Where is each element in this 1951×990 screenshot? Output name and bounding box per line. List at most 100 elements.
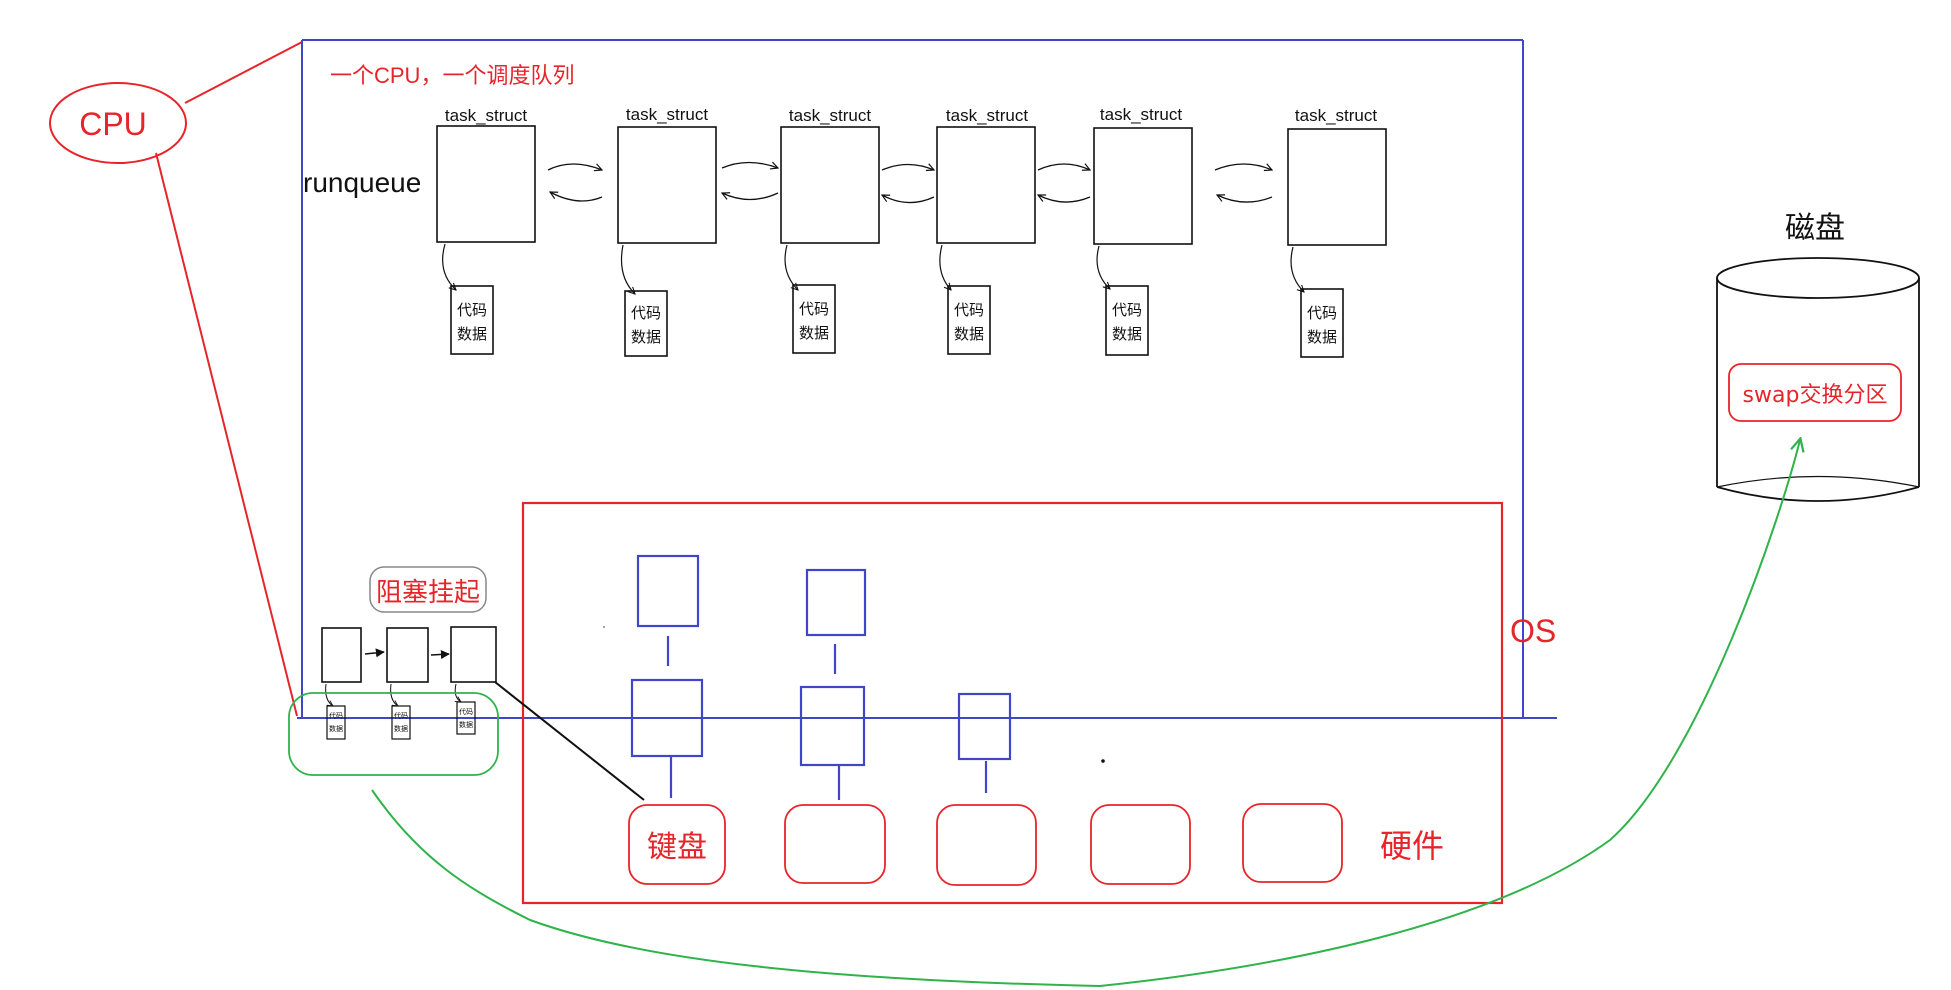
code-label: 代码 (631, 304, 661, 322)
code-label: 代码 (1307, 304, 1337, 322)
runqueue-links (547, 163, 1273, 204)
prev-link-arrow (550, 192, 603, 202)
task-struct-label: task_struct (626, 105, 708, 124)
task-struct-box (936, 126, 1036, 244)
stray-mark (1101, 759, 1105, 763)
code-label: 代码 (954, 301, 984, 319)
blocked-code-box (456, 701, 476, 735)
os-boundary (297, 39, 1557, 719)
prev-link-arrow (1038, 195, 1091, 203)
hardware-label: 硬件 (1380, 827, 1444, 865)
code-data-box (792, 284, 836, 354)
task-struct-label: task_struct (1100, 105, 1182, 124)
cpu-to-os-line-top (184, 41, 303, 104)
stray-mark (603, 626, 605, 628)
blocked-code-label: 代码 (394, 711, 408, 720)
swap-partition-box (1728, 363, 1902, 422)
device-queue-box (805, 568, 867, 637)
device-queue-box (957, 692, 1012, 761)
blocked-task-to-code-arrow (390, 683, 398, 706)
data-label: 数据 (457, 325, 487, 343)
keyboard-device (628, 804, 726, 885)
blocked-task-box (321, 627, 362, 683)
disk-top (1716, 257, 1920, 299)
task-to-code-arrow (1290, 246, 1304, 292)
code-label: 代码 (1112, 301, 1142, 319)
disk-label: 磁盘 (1785, 211, 1845, 246)
task-struct: task_struct 代码 数据 (780, 106, 880, 354)
runqueue-label: runqueue (303, 167, 421, 198)
prev-link-arrow (722, 193, 779, 201)
blocked-task-box (450, 626, 497, 683)
blocked-task-to-code-arrow (454, 683, 461, 702)
code-label: 代码 (457, 301, 487, 319)
prev-link-arrow (882, 195, 935, 204)
runqueue-list: task_struct 代码 数据 task_struct 代码 数据 task… (436, 105, 1387, 358)
code-data-box (1300, 288, 1344, 358)
blocked-link-arrow (430, 649, 450, 659)
data-label: 数据 (954, 325, 984, 343)
task-to-code-arrow (784, 244, 798, 290)
code-data-box (1105, 285, 1149, 356)
code-label: 代码 (799, 300, 829, 318)
blocked-data-label: 数据 (459, 720, 473, 729)
task-struct-box (617, 126, 717, 244)
task-to-code-arrow (442, 243, 456, 290)
hardware-box: 键盘 硬件 (521, 501, 1504, 905)
blocked-to-keyboard-line (494, 681, 645, 801)
cpu-to-os-line-bottom (155, 152, 298, 717)
task-struct-box (1093, 127, 1193, 245)
swap-partition-label: swap交换分区 (1743, 383, 1888, 408)
data-label: 数据 (631, 328, 661, 346)
blocked-task-to-code-arrow (325, 683, 333, 706)
hardware-device (784, 804, 886, 884)
blocked-code-box (391, 705, 411, 740)
task-struct-box (1287, 128, 1387, 246)
blocked-task-box (386, 627, 429, 683)
task-struct: task_struct 代码 数据 (1093, 105, 1193, 356)
disk-bottom-back (1716, 475, 1920, 488)
hardware-device (1242, 803, 1343, 883)
data-label: 数据 (1307, 328, 1337, 346)
task-struct-box (436, 125, 536, 243)
task-to-code-arrow (620, 244, 636, 294)
blocked-data-label: 数据 (329, 724, 343, 733)
keyboard-label: 键盘 (647, 830, 707, 865)
code-data-box (947, 285, 991, 355)
device-queue-box (799, 685, 866, 767)
next-link-arrow (547, 163, 602, 170)
device-queue-box (636, 554, 700, 628)
next-link-arrow (1037, 164, 1090, 170)
next-link-arrow (1214, 163, 1272, 170)
data-label: 数据 (1112, 325, 1142, 343)
task-struct: task_struct 代码 数据 (936, 106, 1036, 355)
blocked-label: 阻塞挂起 (376, 578, 480, 608)
next-link-arrow (881, 165, 934, 171)
swapped-out-region (288, 692, 499, 776)
task-struct-box (780, 126, 880, 244)
blocked-group: 阻塞挂起 代码 数据 代码 数据 代码 数据 (288, 566, 499, 776)
blocked-code-label: 代码 (459, 707, 473, 716)
prev-link-arrow (1217, 195, 1273, 203)
cpu-node: CPU (49, 82, 187, 164)
blocked-label-box (369, 566, 487, 613)
disk-bottom (1716, 486, 1920, 502)
hardware-device (1090, 804, 1191, 885)
code-data-box (450, 285, 494, 355)
task-to-code-arrow (1096, 245, 1110, 289)
task-struct-label: task_struct (789, 106, 871, 125)
blocked-code-box (326, 705, 346, 740)
task-to-code-arrow (939, 244, 951, 290)
blocked-code-label: 代码 (329, 711, 343, 720)
os-label: OS (1510, 613, 1556, 649)
data-label: 数据 (799, 324, 829, 342)
task-struct-label: task_struct (1295, 106, 1377, 125)
cpu-ellipse (49, 82, 187, 164)
task-struct: task_struct 代码 数据 (1287, 106, 1387, 358)
disk: 磁盘 swap交换分区 (1716, 211, 1920, 502)
device-queue-box (630, 678, 704, 758)
next-link-arrow (721, 163, 778, 169)
code-data-box (624, 290, 668, 357)
hardware-device (936, 804, 1037, 886)
task-struct-label: task_struct (946, 106, 1028, 125)
